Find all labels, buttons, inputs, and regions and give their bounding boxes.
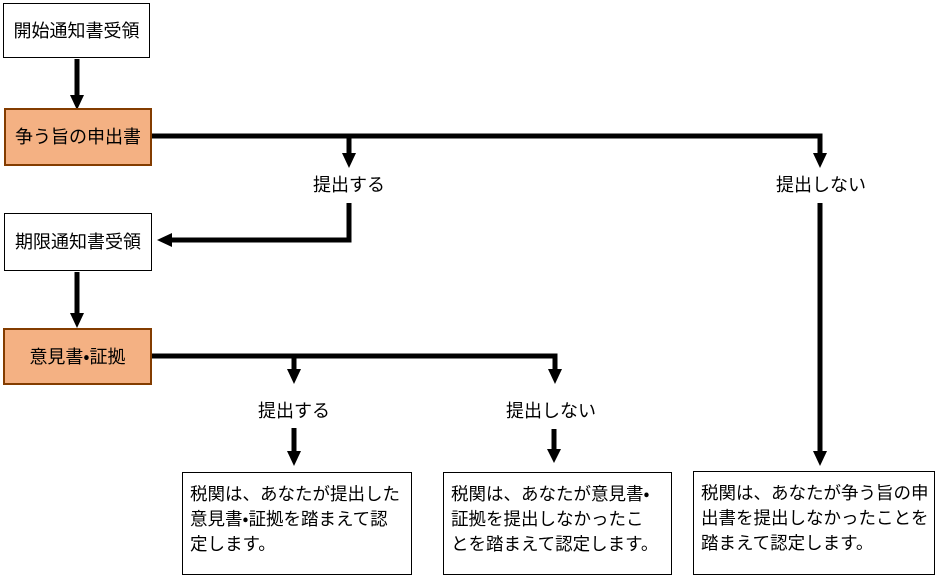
line-dispute-branch — [152, 133, 823, 154]
edge-label-not-submit-top: 提出しない — [774, 174, 868, 196]
arrow-deadline-to-opinion-head — [70, 313, 84, 328]
arrow-not-submit-top-head — [813, 153, 827, 168]
node-deadline-notice-received: 期限通知書受領 — [4, 213, 152, 271]
arrow-submit-mid-head — [287, 369, 301, 384]
edge-label-submit-top: 提出する — [311, 174, 387, 196]
arrow-into-result1-head — [287, 451, 301, 466]
node-result-submitted: 税関は、あなたが提出した 意見書・証拠を踏まえて認 定します。 — [182, 472, 412, 575]
node-opinion-evidence: 意見書・証拠 — [3, 328, 152, 385]
arrow-into-deadline-head — [157, 233, 172, 247]
node-result-not-submitted: 税関は、あなたが意見書・ 証拠を提出しなかったこ とを踏まえて認定します。 — [443, 472, 672, 575]
node-result-no-dispute-statement: 税関は、あなたが争う旨の申 出書を提出しなかったことを 踏まえて認定します。 — [693, 471, 935, 575]
node-start-notice-received: 開始通知書受領 — [3, 3, 150, 58]
arrow-into-result2-head — [547, 449, 561, 463]
node-dispute-statement: 争う旨の申出書 — [4, 108, 152, 166]
edge-label-submit-mid: 提出する — [256, 400, 332, 422]
arrow-not-submit-mid-head — [548, 369, 562, 384]
edge-label-not-submit-mid: 提出しない — [504, 400, 598, 422]
arrow-into-result3-head — [813, 451, 827, 466]
line-submit-to-deadline — [172, 203, 352, 243]
arrow-start-to-dispute-head — [70, 95, 84, 110]
line-opinion-branch — [152, 353, 558, 370]
arrow-submit-top-head — [342, 153, 356, 168]
